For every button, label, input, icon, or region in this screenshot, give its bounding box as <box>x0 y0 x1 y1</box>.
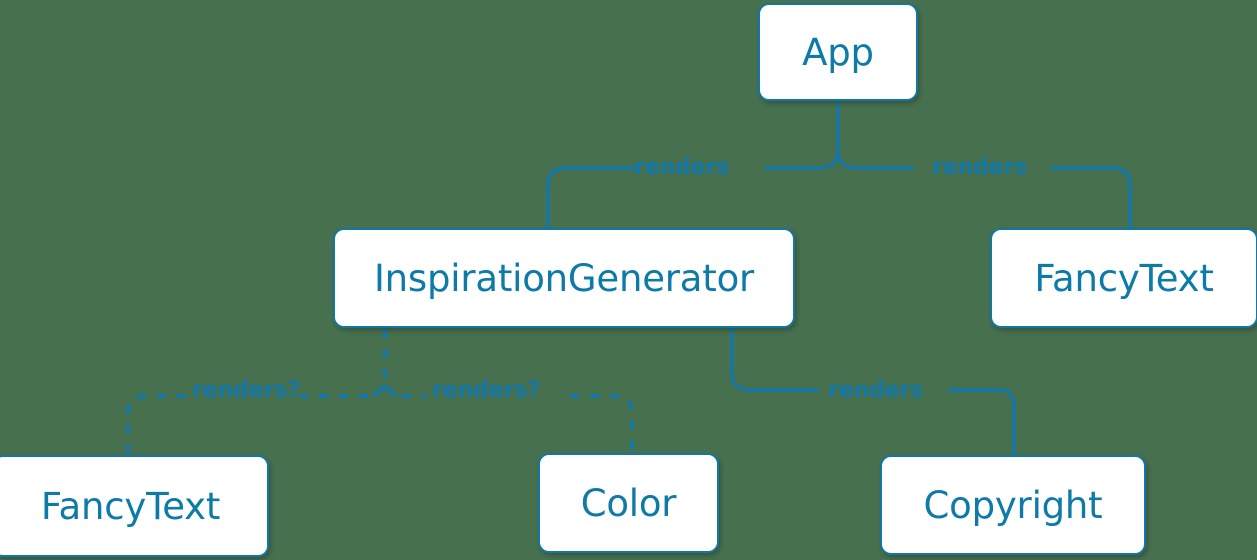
edge-inspiration-copyright <box>730 327 1016 457</box>
node-fancytext-right[interactable]: FancyText <box>990 228 1257 328</box>
node-copyright-label: Copyright <box>923 483 1103 527</box>
node-inspiration-generator-label: InspirationGenerator <box>373 256 755 300</box>
edge-label-inspiration-color: renders? <box>432 378 541 403</box>
edge-label-app-fancytext: renders <box>932 155 1028 180</box>
node-inspiration-generator[interactable]: InspirationGenerator <box>333 228 795 328</box>
edge-label-inspiration-fancytext: renders? <box>192 378 301 403</box>
node-fancytext-left-label: FancyText <box>40 484 221 528</box>
edge-app-fancytext <box>836 150 1132 231</box>
node-fancytext-left[interactable]: FancyText <box>0 455 269 557</box>
edge-inspiration-fancytext <box>126 394 368 455</box>
node-color[interactable]: Color <box>538 453 719 553</box>
edge-label-app-inspiration: renders <box>634 155 730 180</box>
edge-inspiration-dashed-stem <box>372 329 398 398</box>
node-color-label: Color <box>580 481 677 525</box>
edge-inspiration-color <box>402 394 634 453</box>
node-copyright[interactable]: Copyright <box>880 455 1146 555</box>
edge-label-inspiration-copyright: renders <box>828 378 924 403</box>
node-fancytext-right-label: FancyText <box>1034 256 1214 300</box>
node-app[interactable]: App <box>758 3 918 101</box>
node-app-label: App <box>802 30 874 74</box>
